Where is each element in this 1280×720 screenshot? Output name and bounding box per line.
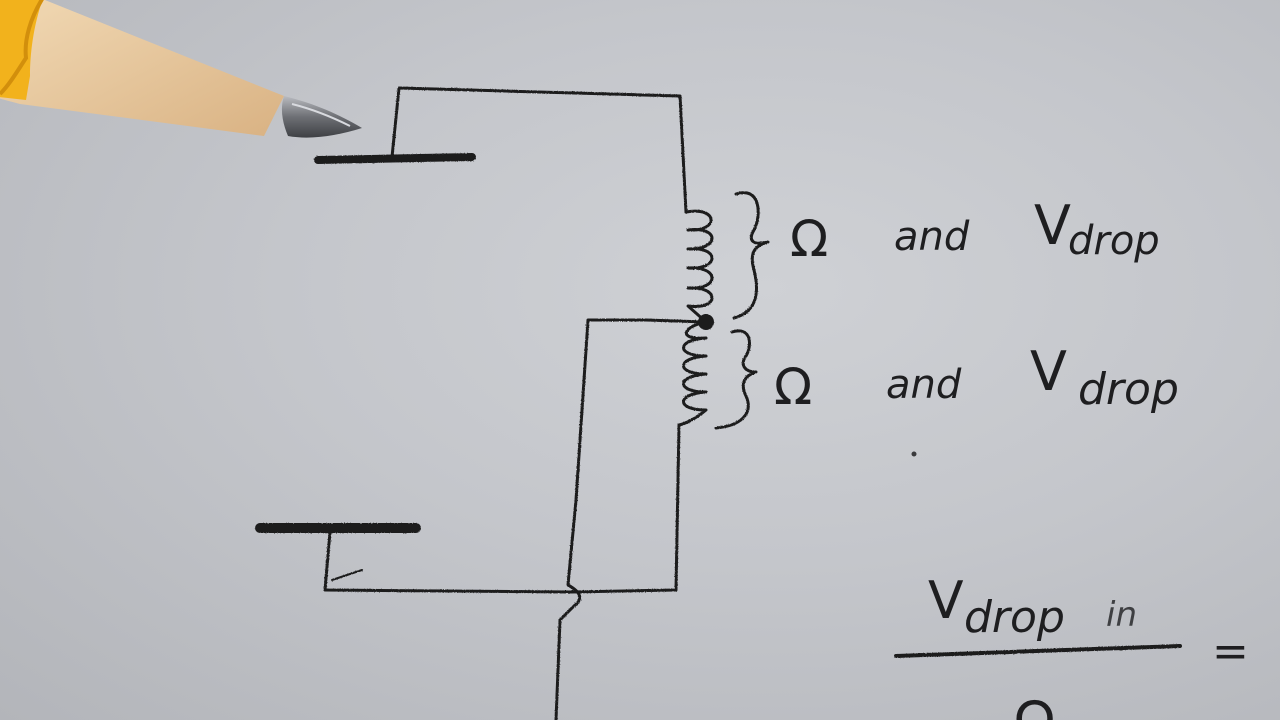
pencil-body bbox=[0, 0, 284, 136]
formula-numerator-drop: drop bbox=[964, 592, 1065, 643]
coil-upper-winding bbox=[684, 209, 714, 324]
battery-top-plate bbox=[314, 153, 476, 164]
upper-drop-label: drop bbox=[1068, 218, 1160, 264]
fraction-bar bbox=[894, 644, 1182, 658]
wire-bottom-loop bbox=[323, 423, 681, 594]
wire-center-tap bbox=[554, 318, 708, 720]
formula-numerator-v: V bbox=[928, 571, 964, 631]
wire-bottom-tick bbox=[331, 569, 363, 581]
pencil-graphite-highlight bbox=[291, 103, 351, 127]
formula-numerator-in: in bbox=[1106, 595, 1137, 635]
pencil-icon bbox=[0, 0, 362, 138]
upper-and-label: and bbox=[894, 214, 970, 260]
coil-lower-winding bbox=[677, 320, 708, 427]
stray-dot bbox=[911, 451, 917, 457]
pencil-paint-edge bbox=[0, 0, 44, 96]
center-tap-node bbox=[698, 314, 714, 330]
formula-denominator: Ω bbox=[1014, 690, 1055, 720]
upper-v-label: V bbox=[1034, 194, 1071, 257]
upper-brace bbox=[732, 191, 770, 320]
upper-omega-label: Ω bbox=[790, 210, 828, 268]
pencil-graphite-tip bbox=[281, 96, 362, 138]
lower-v-label: V bbox=[1030, 340, 1067, 403]
wire-top-loop bbox=[390, 86, 688, 214]
lower-and-label: and bbox=[886, 362, 962, 408]
formula-equals: = bbox=[1212, 626, 1249, 677]
lower-omega-label: Ω bbox=[774, 358, 812, 416]
lower-drop-label: drop bbox=[1078, 364, 1179, 415]
lower-brace bbox=[714, 329, 758, 430]
